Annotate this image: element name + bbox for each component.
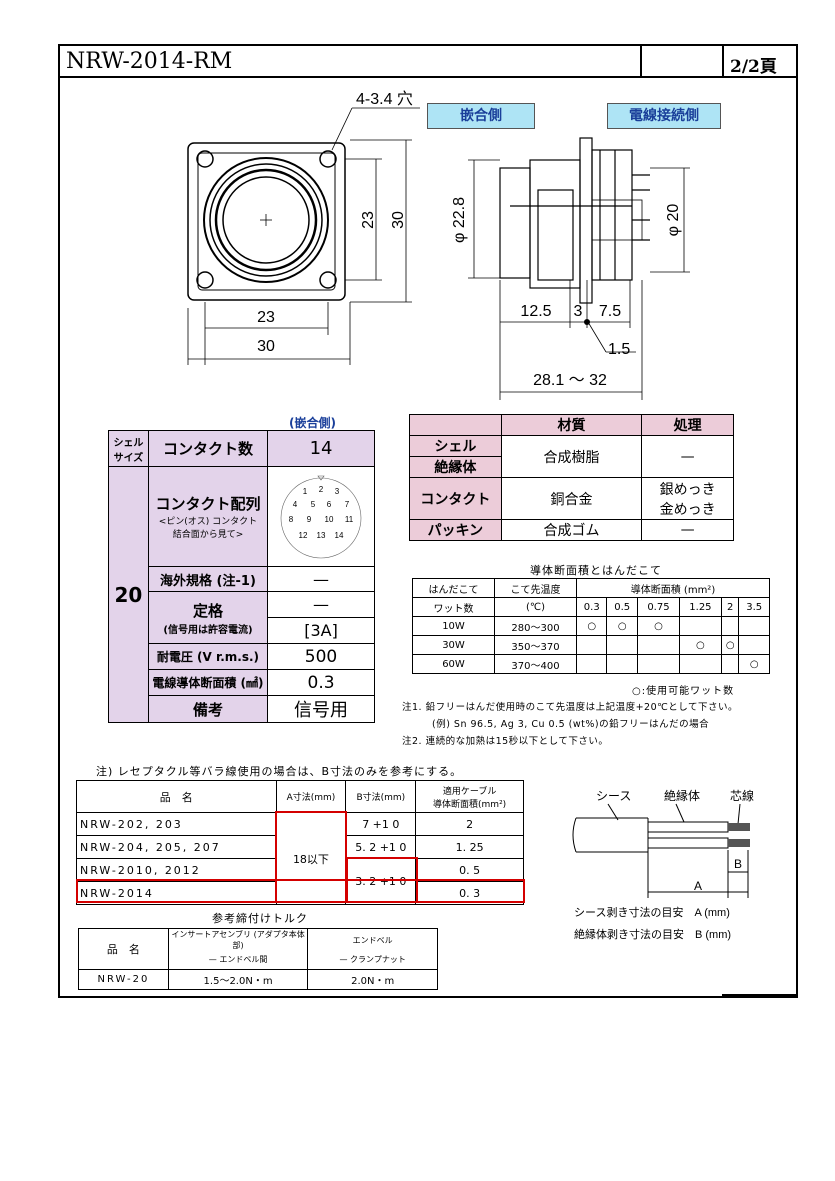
svg-text:12.5: 12.5 (520, 303, 551, 320)
tag-wire-side: 電線接続側 (607, 103, 721, 129)
svg-text:B: B (734, 857, 742, 871)
solder-title: 導体断面積とはんだこて (530, 564, 662, 577)
svg-text:A: A (694, 879, 702, 893)
solder-note-1: 注1. 鉛フリーはんだ使用時のこて先温度は上記温度+20℃として下さい。 (402, 702, 739, 713)
title-block: NRW-2014-RM 2/2頁 (60, 46, 796, 78)
svg-text:2: 2 (319, 485, 324, 494)
svg-text:6: 6 (327, 500, 332, 509)
svg-text:1: 1 (303, 487, 308, 496)
page-number: 2/2頁 (730, 57, 777, 77)
connector-drawing: 4-3.4 穴 23 30 23 30 φ 22.8 φ 20 12.5 3 7… (187, 90, 690, 400)
svg-text:23: 23 (257, 309, 275, 326)
torque-table: 品 名 インサートアセンブリ (アダプタ本体部) エンドベル — エンドベル間 … (78, 928, 438, 990)
solder-note-2: 注2. 連続的な加熱は15秒以下として下さい。 (402, 736, 609, 747)
svg-text:30: 30 (257, 338, 275, 355)
svg-text:30: 30 (390, 211, 407, 229)
solder-legend: ○:使用可能ワット数 (632, 686, 735, 697)
svg-text:7.5: 7.5 (599, 303, 621, 320)
svg-text:5: 5 (311, 500, 316, 509)
highlight-row (76, 879, 525, 903)
solder-note-1b: (例) Sn 96.5, Ag 3, Cu 0.5 (wt%)の鉛フリーはんだの… (432, 719, 710, 730)
contact-layout: 1 2 3 4 5 6 7 8 9 10 11 12 13 14 (267, 466, 375, 567)
svg-text:14: 14 (335, 531, 344, 540)
drawing-sheet: NRW-2014-RM 2/2頁 (58, 44, 798, 998)
bottom-mark (722, 994, 798, 998)
side-view (499, 137, 650, 304)
spec-table: シェル サイズ コンタクト数 14 20 コンタクト配列 <ピン(オス) コンタ… (108, 430, 375, 723)
contact-layout-diagram: 1 2 3 4 5 6 7 8 9 10 11 12 13 14 (280, 475, 362, 558)
torque-title: 参考締付けトルク (212, 912, 308, 925)
svg-text:1.5: 1.5 (608, 341, 630, 358)
hole-label: 4-3.4 穴 (356, 90, 413, 108)
cable-strip-diagram: シース 絶縁体 芯線 B A シース剥き寸法の目安 A (mm) 絶縁体剥き寸法… (572, 788, 754, 941)
svg-text:9: 9 (307, 515, 312, 524)
document-title: NRW-2014-RM (66, 49, 233, 74)
svg-text:絶縁体: 絶縁体 (664, 788, 700, 803)
spec-caption: (嵌合側) (289, 416, 336, 430)
strip-note: 注) レセプタクル等バラ線使用の場合は、B寸法のみを参考にする。 (96, 765, 463, 778)
svg-text:23: 23 (360, 211, 377, 229)
contact-count-label: コンタクト数 (147, 430, 269, 467)
svg-text:10: 10 (325, 515, 334, 524)
svg-text:シース剥き寸法の目安 A (mm): シース剥き寸法の目安 A (mm) (574, 905, 730, 919)
svg-text:シース: シース (596, 789, 631, 803)
svg-text:28.1 ～ 32: 28.1 ～ 32 (533, 372, 607, 389)
front-view (187, 142, 346, 301)
tag-mating-side: 嵌合側 (427, 103, 535, 129)
shell-size: 20 (108, 466, 149, 723)
contact-count: 14 (267, 430, 375, 467)
svg-text:11: 11 (345, 515, 354, 524)
svg-text:3: 3 (574, 303, 583, 320)
svg-text:7: 7 (345, 500, 350, 509)
shell-size-label: シェル サイズ (108, 430, 149, 467)
svg-text:13: 13 (317, 531, 326, 540)
svg-text:12: 12 (299, 531, 308, 540)
svg-text:φ 20: φ 20 (665, 204, 682, 237)
material-table: 材質 処理 シェル 合成樹脂 — 絶縁体 コンタクト 銅合金 銀めっき金めっき … (409, 414, 734, 541)
svg-text:3: 3 (335, 487, 340, 496)
svg-text:4: 4 (293, 500, 298, 509)
svg-text:芯線: 芯線 (730, 788, 754, 803)
svg-text:φ 22.8: φ 22.8 (451, 197, 468, 243)
svg-text:絶縁体剥き寸法の目安 B (mm): 絶縁体剥き寸法の目安 B (mm) (574, 927, 731, 941)
svg-text:8: 8 (289, 515, 294, 524)
